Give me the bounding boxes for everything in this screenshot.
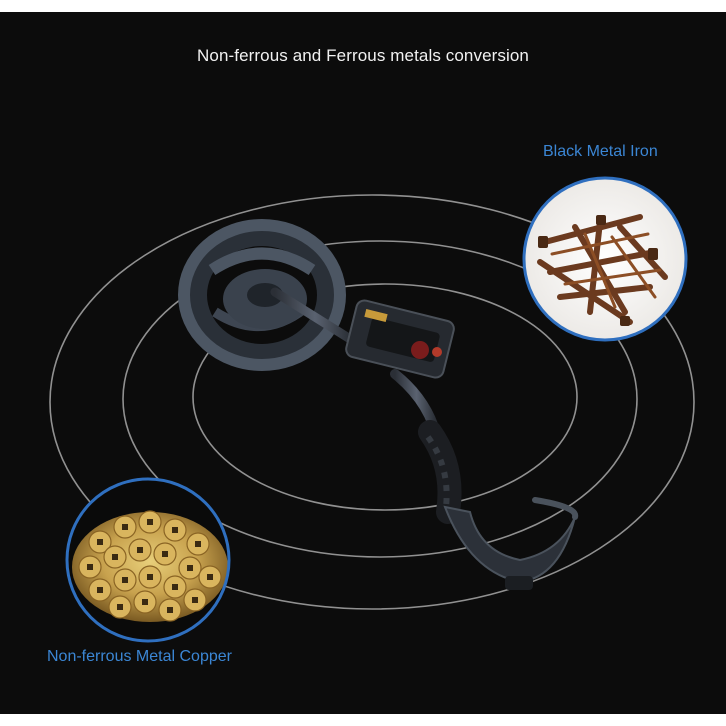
page-title: Non-ferrous and Ferrous metals conversio… [197, 46, 529, 65]
iron-nails-image [522, 176, 688, 342]
metal-detector-image [178, 219, 579, 590]
copper-coins-image [65, 477, 231, 643]
illustration [49, 176, 695, 643]
product-image-canvas: Non-ferrous and Ferrous metals conversio… [0, 12, 726, 714]
iron-label: Black Metal Iron [543, 143, 658, 160]
signal-rings [49, 194, 695, 610]
copper-label: Non-ferrous Metal Copper [47, 648, 232, 665]
